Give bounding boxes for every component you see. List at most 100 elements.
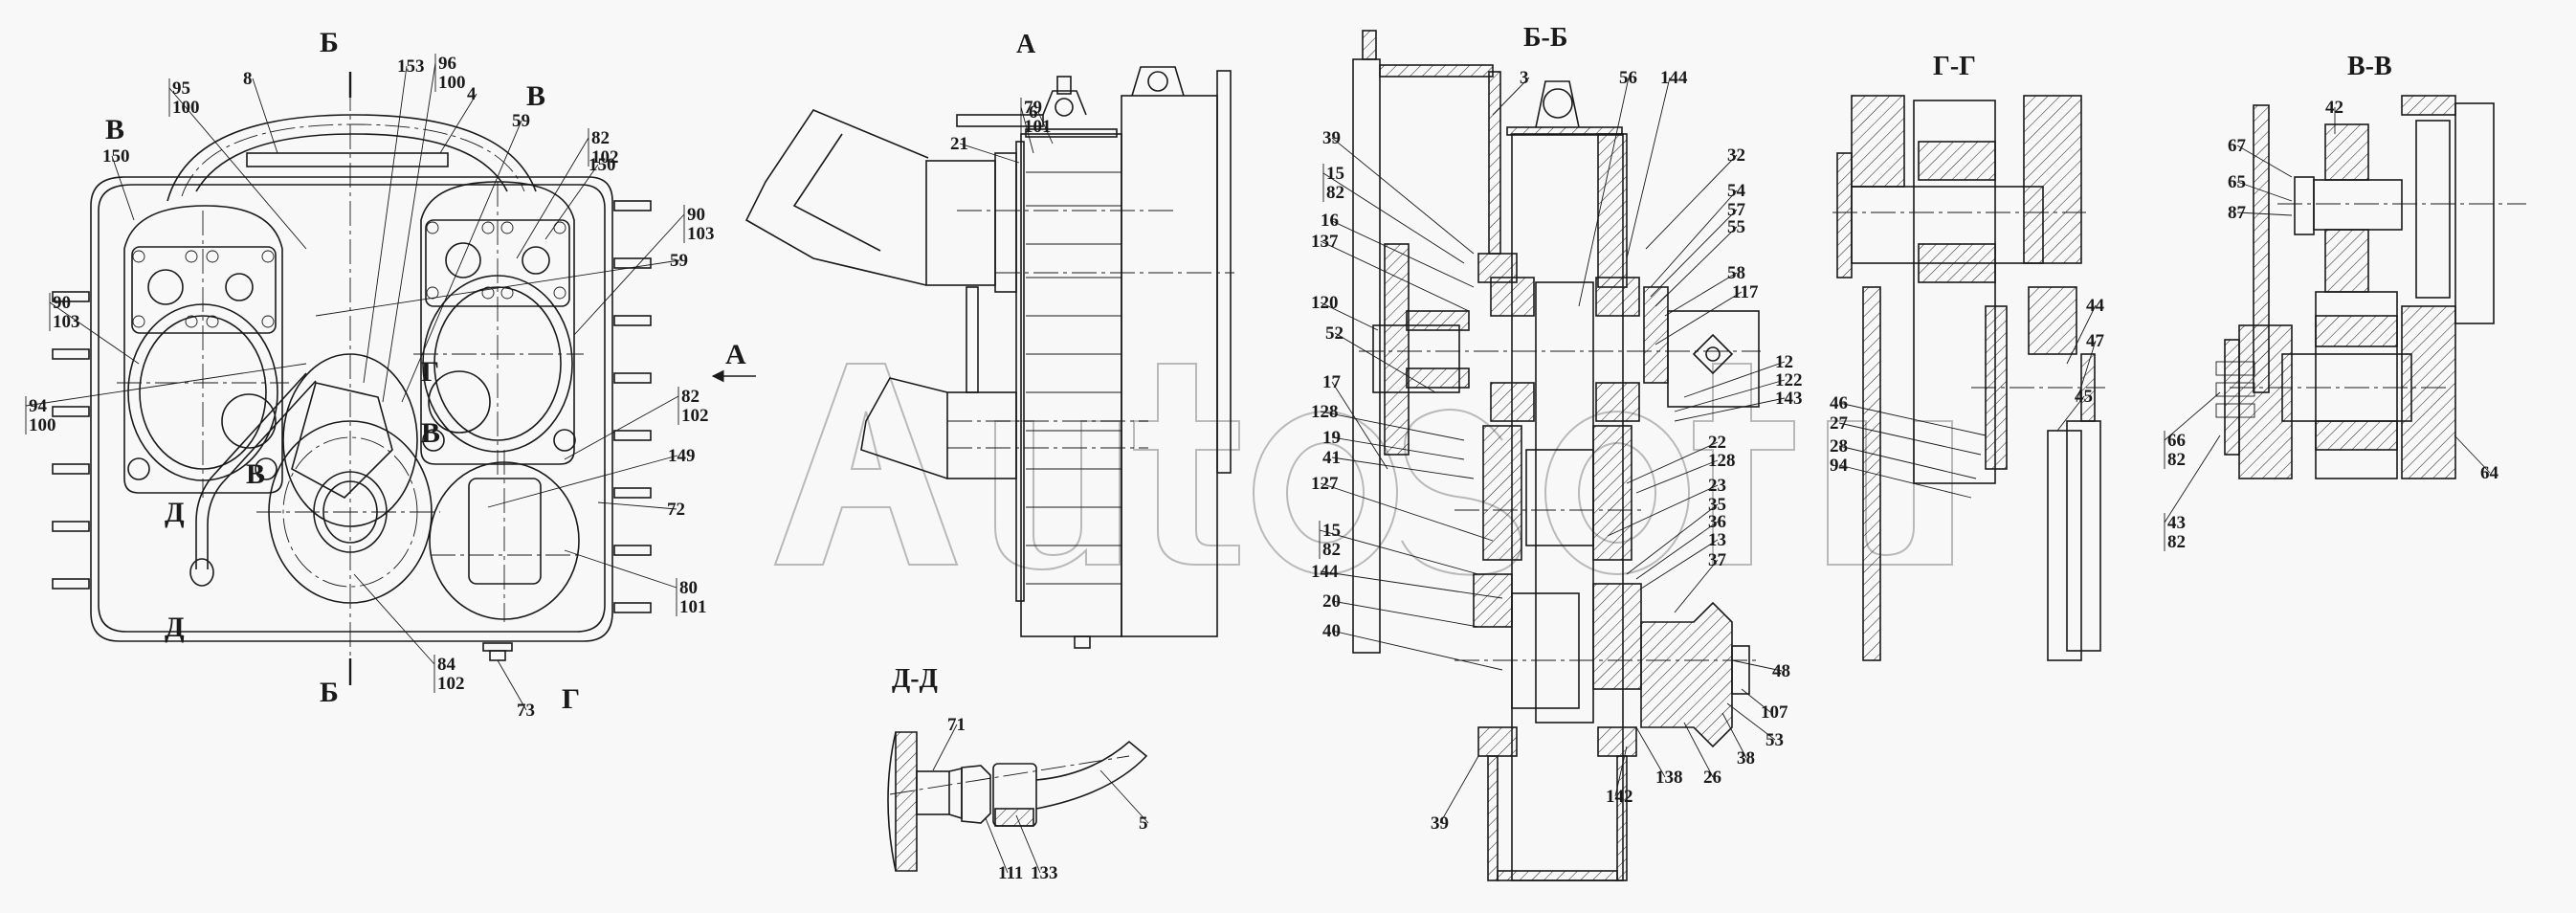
callout-label: 66 bbox=[2167, 431, 2186, 451]
callout-label: 26 bbox=[1703, 768, 1721, 788]
section-gg bbox=[1832, 95, 2105, 661]
callout-label: 87 bbox=[2228, 203, 2247, 223]
leader-line bbox=[985, 817, 1009, 874]
leader-line bbox=[2066, 304, 2097, 365]
callout-label: 122 bbox=[1775, 370, 1803, 390]
leader-line bbox=[1320, 482, 1494, 542]
callout-label: 102 bbox=[437, 674, 465, 694]
callout-label: 101 bbox=[1024, 117, 1052, 137]
callout-label: 28 bbox=[1830, 436, 1848, 456]
section-mark-v: В bbox=[246, 458, 265, 490]
callout-label: 6 bbox=[1029, 102, 1038, 122]
callout-label: 15 bbox=[1326, 164, 1344, 184]
leader-line bbox=[1654, 226, 1738, 307]
leader-line bbox=[1838, 464, 1972, 499]
leader-line bbox=[315, 259, 680, 317]
leader-line bbox=[1731, 659, 1783, 672]
leader-line bbox=[1015, 814, 1041, 874]
leader-line bbox=[1331, 600, 1479, 628]
leader-line bbox=[49, 301, 140, 365]
leader-line bbox=[497, 659, 527, 711]
callout-label: 79 bbox=[1024, 98, 1042, 118]
leader-line bbox=[1492, 77, 1530, 116]
leader-line bbox=[2164, 391, 2221, 441]
callout-label: 144 bbox=[1660, 68, 1688, 88]
callout-label: 138 bbox=[1655, 768, 1683, 788]
callout-label: 82 bbox=[591, 128, 610, 148]
callout-label: 53 bbox=[1765, 730, 1784, 750]
leader-line bbox=[1650, 189, 1738, 288]
leader-line bbox=[1741, 688, 1771, 713]
leader-line bbox=[564, 395, 679, 460]
section-bb bbox=[1352, 30, 1761, 881]
callout-label: 150 bbox=[102, 146, 130, 167]
leader-line bbox=[1037, 111, 1054, 145]
callout-label: 43 bbox=[2167, 513, 2186, 533]
leader-line bbox=[1645, 154, 1738, 250]
leader-line bbox=[2236, 145, 2293, 178]
section-mark-v: В bbox=[526, 80, 545, 112]
leader-line bbox=[401, 120, 522, 403]
leader-line bbox=[2076, 340, 2097, 403]
view-title-a: А bbox=[1016, 30, 1036, 59]
leader-line bbox=[25, 363, 307, 407]
callout-label: 67 bbox=[2228, 136, 2247, 156]
callout-label: 128 bbox=[1708, 451, 1736, 471]
leader-line bbox=[1020, 106, 1034, 154]
leader-line bbox=[1322, 172, 1465, 264]
leader-line bbox=[439, 93, 477, 154]
callout-label: 46 bbox=[1830, 393, 1848, 413]
section-mark-v: В bbox=[421, 417, 440, 449]
leader-line bbox=[1626, 77, 1671, 259]
leader-line bbox=[2164, 434, 2221, 523]
leader-line bbox=[1674, 559, 1719, 613]
leader-line bbox=[1626, 441, 1719, 484]
callout-label: 27 bbox=[1830, 413, 1849, 434]
leader-line bbox=[516, 137, 589, 259]
callout-label: 84 bbox=[437, 655, 456, 675]
callout-label: 111 bbox=[998, 863, 1023, 883]
callout-label: 150 bbox=[588, 155, 616, 175]
leader-line bbox=[1331, 456, 1475, 479]
leader-line bbox=[1635, 459, 1719, 494]
leader-line bbox=[252, 78, 278, 154]
leader-line bbox=[1319, 529, 1479, 575]
view-title-gg: Г-Г bbox=[1933, 52, 1976, 81]
callout-label: 42 bbox=[2325, 98, 2343, 118]
leader-line bbox=[1721, 712, 1747, 759]
leader-line bbox=[2236, 212, 2293, 216]
leader-line bbox=[1683, 722, 1714, 778]
section-mark-v: В bbox=[105, 114, 124, 145]
callout-label: 142 bbox=[1606, 787, 1633, 807]
callout-label: 20 bbox=[1322, 591, 1341, 612]
callout-label: 15 bbox=[1322, 521, 1341, 541]
leader-line bbox=[544, 164, 599, 240]
leader-line bbox=[1838, 422, 1982, 456]
leader-lines bbox=[25, 54, 2491, 874]
callout-label: 52 bbox=[1325, 323, 1344, 344]
leader-line bbox=[597, 501, 677, 510]
leader-line bbox=[2236, 181, 2293, 202]
callout-label: 82 bbox=[681, 387, 700, 407]
leader-line bbox=[1320, 411, 1465, 441]
leader-line bbox=[1320, 570, 1503, 599]
callout-label: 5 bbox=[1139, 813, 1148, 834]
leader-line bbox=[1320, 240, 1470, 312]
callout-label: 82 bbox=[2167, 450, 2186, 470]
leader-line bbox=[2454, 434, 2491, 474]
leader-line bbox=[1640, 539, 1719, 590]
leader-line bbox=[1664, 272, 1738, 317]
leader-line bbox=[1726, 702, 1776, 741]
leader-line bbox=[363, 65, 408, 384]
leader-line bbox=[1331, 137, 1475, 255]
callout-label: 65 bbox=[2228, 172, 2246, 192]
section-mark-g: Г bbox=[562, 683, 580, 715]
callout-label: 17 bbox=[1322, 372, 1342, 392]
leader-line bbox=[959, 143, 1020, 164]
section-mark-b-bottom: Б bbox=[320, 677, 339, 708]
callout-label: 16 bbox=[1321, 211, 1339, 231]
view-title-dd: Д-Д bbox=[892, 664, 938, 694]
leader-line bbox=[168, 87, 307, 250]
view-title-vv: В-В bbox=[2347, 52, 2392, 81]
